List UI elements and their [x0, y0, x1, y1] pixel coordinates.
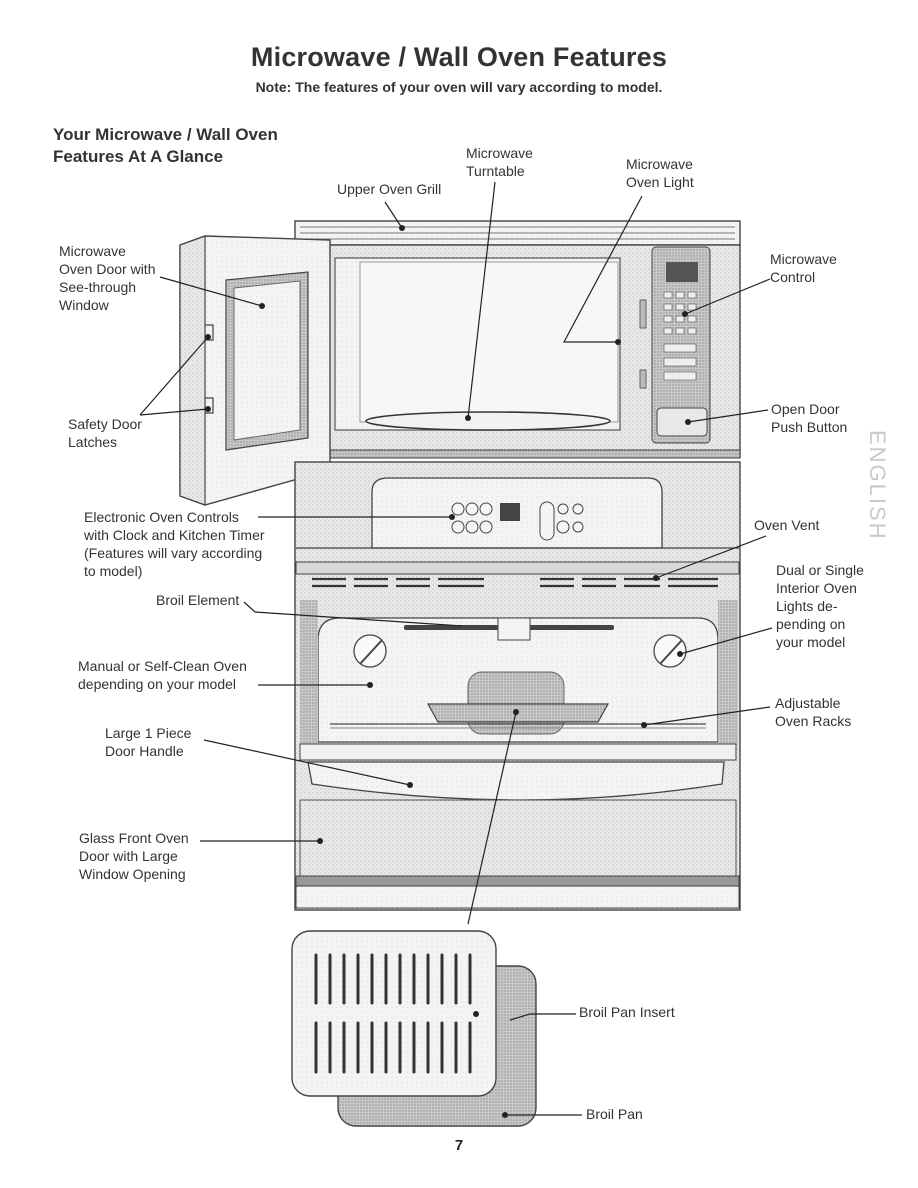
label-microwave-oven-light: Microwave Oven Light [626, 156, 694, 190]
callout-dots [205, 225, 691, 1118]
label-broil-pan-insert: Broil Pan Insert [579, 1004, 675, 1020]
label-broil-element: Broil Element [156, 592, 240, 608]
section-heading-line1: Your Microwave / Wall Oven [53, 125, 278, 144]
leader-lines [139, 181, 773, 1116]
page-number: 7 [454, 1137, 464, 1154]
page-title: Microwave / Wall Oven Features [250, 42, 668, 72]
section-heading: Your Microwave / Wall Oven Features At A… [53, 124, 353, 168]
label-manual-self-clean: Manual or Self-Clean Oven depending on y… [78, 658, 247, 692]
open-door-button [656, 407, 708, 437]
label-door-handle: Large 1 Piece Door Handle [105, 725, 192, 759]
label-open-door-push-button: Open Door Push Button [771, 401, 848, 435]
oven-vent [312, 577, 718, 588]
page-note: Note: The features of your oven will var… [255, 79, 663, 95]
label-glass-front-door: Glass Front Oven Door with Large Window … [79, 830, 189, 882]
microwave-door [179, 235, 331, 506]
label-upper-oven-grill: Upper Oven Grill [337, 181, 442, 197]
label-microwave-control: Microwave Control [770, 251, 837, 285]
label-interior-lights: Dual or Single Interior Oven Lights de- … [776, 562, 864, 650]
label-adjustable-racks: Adjustable Oven Racks [775, 695, 852, 729]
label-broil-pan: Broil Pan [586, 1106, 643, 1122]
oven-door-window [299, 799, 737, 877]
broil-pan-set [291, 930, 537, 1127]
label-electronic-oven-controls: Electronic Oven Controls with Clock and … [84, 509, 265, 579]
label-safety-door-latches: Safety Door Latches [68, 416, 142, 450]
latch-top [205, 324, 214, 341]
section-heading-line2: Features At A Glance [53, 147, 224, 166]
latch-bottom [205, 397, 214, 414]
microwave-unit [294, 220, 741, 459]
label-microwave-oven-door: Microwave Oven Door with See-through Win… [59, 243, 156, 313]
label-microwave-turntable: Microwave Turntable [466, 145, 533, 179]
turntable [365, 411, 611, 431]
wall-oven-unit [294, 461, 741, 911]
label-oven-vent: Oven Vent [754, 517, 820, 533]
language-tab: ENGLISH [865, 430, 890, 541]
broil-pan-insert [291, 930, 497, 1097]
